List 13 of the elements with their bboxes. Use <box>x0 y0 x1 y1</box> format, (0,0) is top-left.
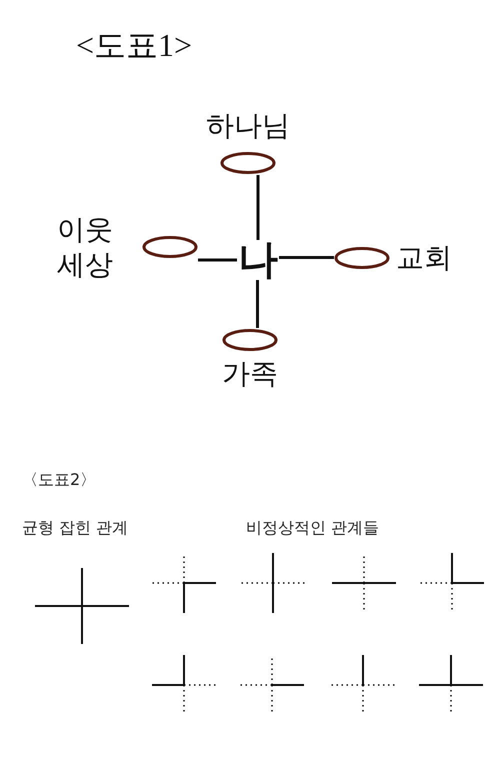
connector-line <box>256 175 260 240</box>
figure-heading: 〈도표2〉 <box>22 470 96 490</box>
connector-line <box>198 258 237 262</box>
node-label: 이웃 세상 <box>56 212 114 282</box>
section-heading: 비정상적인 관계들 <box>246 518 380 538</box>
node-label: 교회 <box>396 240 452 275</box>
connector-line <box>256 280 259 328</box>
diagram-title: <도표1> <box>76 26 192 65</box>
center-word: 나 <box>237 240 279 280</box>
section-heading: 균형 잡힌 관계 <box>22 518 128 538</box>
connector-line <box>279 256 334 259</box>
node-label: 가족 <box>222 356 278 391</box>
node-label: 하나님 <box>206 108 290 143</box>
